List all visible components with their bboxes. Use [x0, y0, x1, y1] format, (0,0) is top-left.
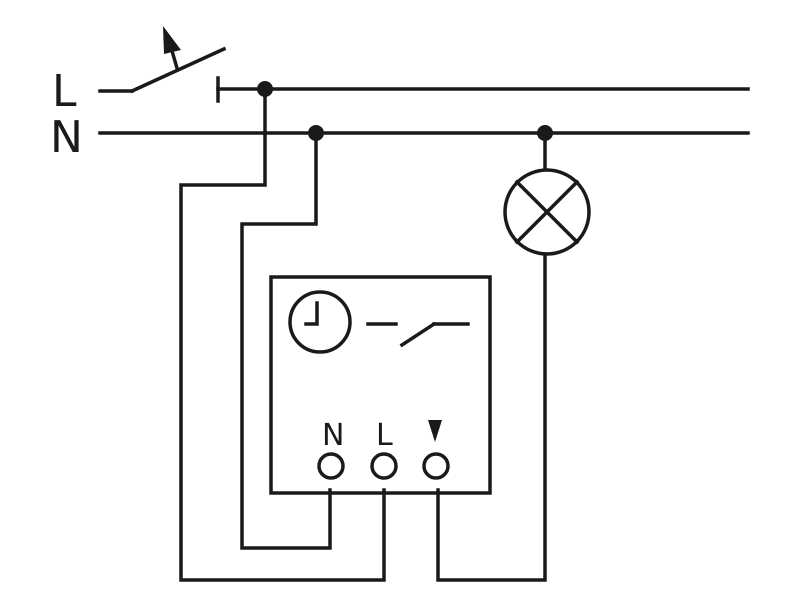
live-rail-label: L: [52, 66, 77, 117]
terminal-n-label: N: [322, 418, 344, 453]
neutral-feed-wire: [240, 131, 332, 550]
terminal-l: [370, 452, 398, 480]
clock-icon: [288, 290, 352, 354]
switch-contact-icon: [366, 321, 470, 348]
lamp-icon: [503, 168, 591, 256]
terminal-l-label: L: [376, 418, 393, 453]
output-arrow-icon: [428, 420, 442, 442]
terminal-n: [317, 452, 345, 480]
lamp-output-wire: [436, 252, 547, 582]
live-feed-wire: [179, 87, 386, 582]
neutral-rail-label: N: [50, 112, 83, 163]
push-button-switch-icon: [98, 26, 227, 103]
timer-unit: [269, 275, 492, 495]
terminal-output: [422, 452, 450, 480]
